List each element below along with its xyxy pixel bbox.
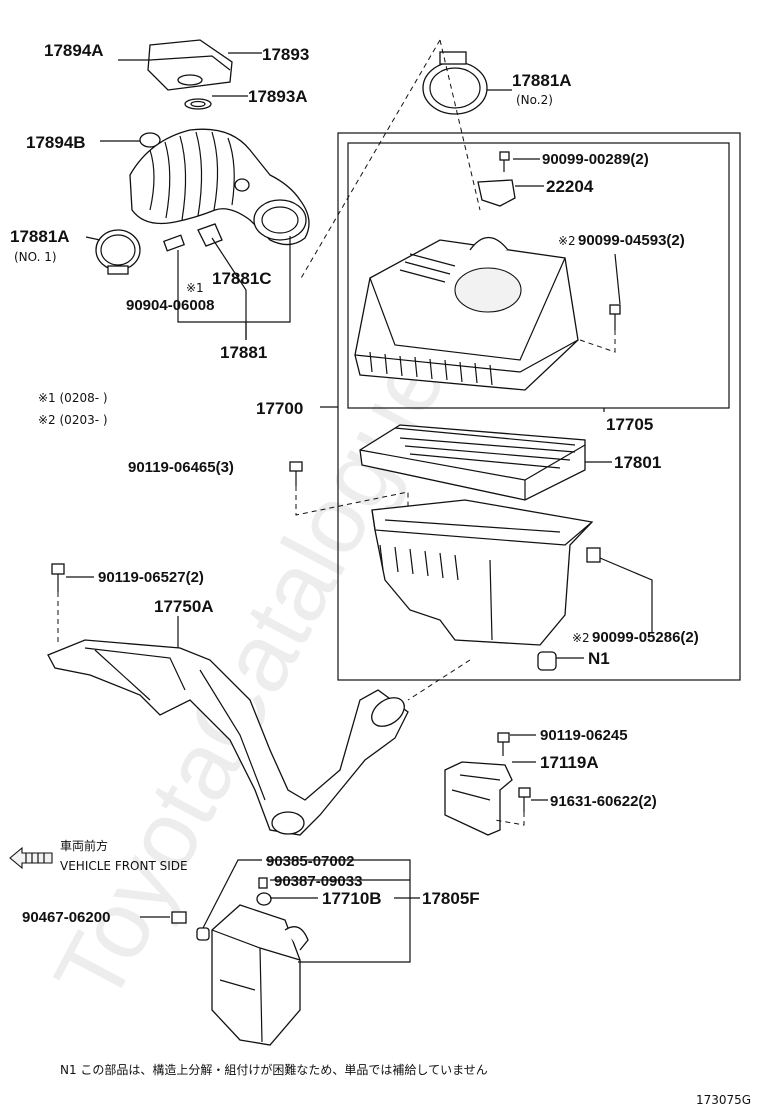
clamp-17881A-no1: [95, 229, 141, 275]
grommet-n1: [537, 651, 557, 671]
label-90904-06008: 90904-06008: [126, 297, 214, 314]
label-22204: 22204: [546, 177, 594, 196]
mark-1: ※1: [186, 281, 204, 295]
label-17710B: 17710B: [322, 889, 382, 908]
label-91631-60622: 91631-60622(2): [550, 793, 657, 810]
label-17705: 17705: [606, 415, 653, 434]
hose-17894A: [38, 86, 154, 134]
intake-duct-17750A: [47, 639, 409, 836]
front-label-jp: 車両前方: [60, 838, 108, 853]
mark-2-a: ※2: [558, 234, 576, 248]
bolt-90119-06527: [51, 563, 65, 592]
footnote: N1 この部品は、構造上分解・組付けが困難なため、単品では補給していません: [60, 1062, 488, 1077]
bracket-17119A: [444, 761, 513, 836]
label-17881A-left: 17881A: [10, 227, 70, 246]
screw-90099-00289: [499, 151, 510, 172]
label-17750A: 17750A: [154, 597, 214, 616]
clamp-17881A-no2: [422, 51, 488, 115]
label-90099-05286: 90099-05286(2): [592, 629, 699, 646]
screw-90099-04593: [609, 304, 621, 330]
clamp-17894B: [139, 132, 161, 148]
label-17893A: 17893A: [248, 87, 308, 106]
collar-90387-09033: [258, 877, 268, 889]
figure-code: 173075G: [696, 1093, 751, 1107]
label-17881A-top: 17881A: [512, 71, 572, 90]
cushion-17710B: [256, 892, 272, 906]
label-90467-06200: 90467-06200: [22, 909, 110, 926]
label-90387-09033: 90387-09033: [274, 873, 362, 890]
label-90099-04593: 90099-04593(2): [578, 232, 685, 249]
vacuum-fitting-90904-06008: [162, 234, 186, 252]
clip-17881C: [197, 223, 223, 247]
label-17700: 17700: [256, 399, 303, 418]
bolt-90119-06465: [289, 461, 303, 486]
label-90119-06527: 90119-06527(2): [98, 569, 204, 586]
label-90099-00289: 90099-00289(2): [542, 151, 649, 168]
label-17119A: 17119A: [540, 753, 599, 772]
air-filter-element: [359, 424, 586, 501]
airflow-sensor-22204: [477, 179, 516, 207]
label-90119-06245: 90119-06245: [540, 727, 628, 744]
bolt-90119-06245: [497, 732, 510, 756]
label-17894B: 17894B: [26, 133, 86, 152]
label-17881: 17881: [220, 343, 267, 362]
front-label-en: VEHICLE FRONT SIDE: [60, 859, 188, 873]
label-17881C: 17881C: [212, 269, 272, 288]
intake-hose: [129, 128, 310, 246]
legend-line-2: ※2 (0203- ): [38, 413, 108, 427]
bolt-91631-60622: [518, 787, 531, 812]
label-17881A-left-sub: (NO. 1): [14, 250, 57, 264]
label-17894A: 17894A: [44, 41, 104, 60]
resonator-17893: [147, 39, 233, 91]
air-cleaner-case: [371, 499, 594, 646]
legend-line-1: ※1 (0208- ): [38, 391, 108, 405]
label-17893: 17893: [262, 45, 309, 64]
grommet-90385-07002: [196, 927, 210, 941]
label-90119-06465: 90119-06465(3): [128, 459, 234, 476]
label-17801: 17801: [614, 453, 661, 472]
label-90385-07002: 90385-07002: [266, 853, 354, 870]
mark-2-b: ※2: [572, 631, 590, 645]
air-cleaner-cap: [354, 236, 579, 391]
bolt-90467-06200: [171, 911, 187, 924]
label-N1: N1: [588, 649, 610, 668]
vehicle-front-arrow: [9, 846, 53, 870]
subassembly-frame-17705: [347, 142, 730, 409]
clamp-17893A: [184, 98, 212, 110]
grommet-90099-05286: [586, 547, 601, 563]
label-17881A-top-sub: (No.2): [516, 93, 553, 107]
label-17805F: 17805F: [422, 889, 480, 908]
resonator-17805F: [211, 904, 309, 1046]
